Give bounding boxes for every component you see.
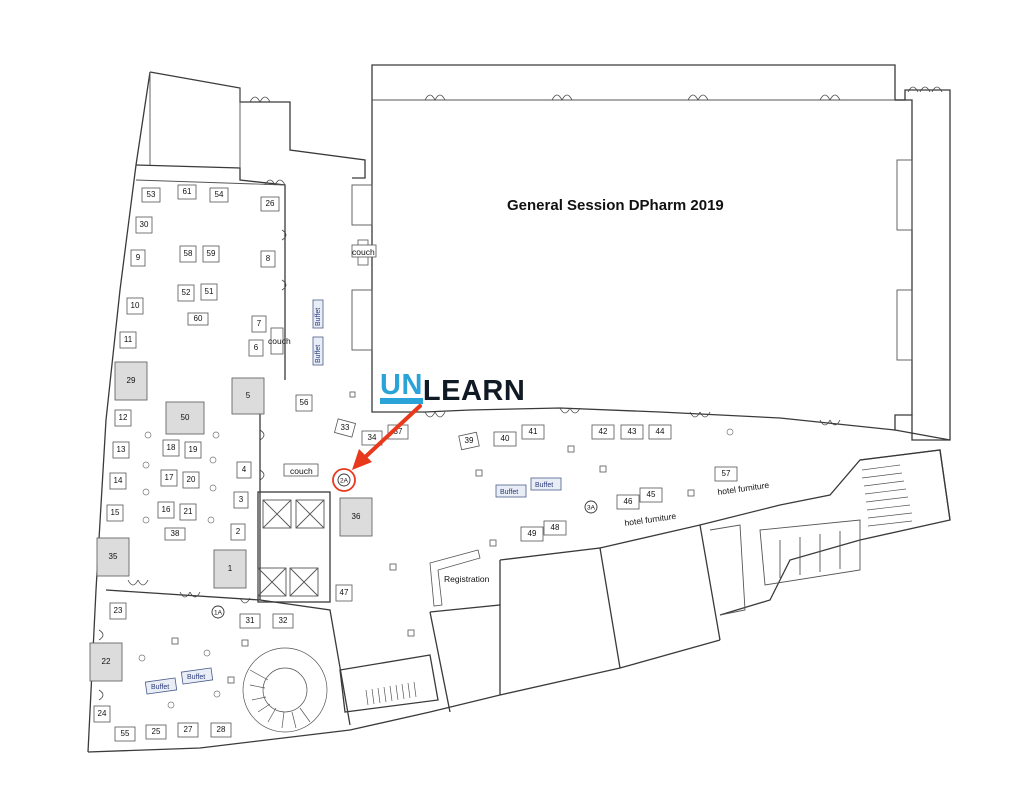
booth-52[interactable]: 52 xyxy=(182,288,191,297)
booth-12[interactable]: 12 xyxy=(119,413,128,422)
booth-59[interactable]: 59 xyxy=(207,249,216,258)
buffet-label: Buffet xyxy=(187,674,205,681)
booth-33[interactable]: 33 xyxy=(341,423,350,432)
booth-18[interactable]: 18 xyxy=(167,443,176,452)
booth-32[interactable]: 32 xyxy=(279,616,288,625)
booth-58[interactable]: 58 xyxy=(184,249,193,258)
booth-24[interactable]: 24 xyxy=(98,709,107,718)
buffet-label: Buffet xyxy=(500,489,518,496)
booth-49[interactable]: 49 xyxy=(528,529,537,538)
couch-label: couch xyxy=(290,466,313,476)
booth-27[interactable]: 27 xyxy=(184,725,193,734)
location-markers: 1A 3A 2A xyxy=(211,468,598,619)
booth-10[interactable]: 10 xyxy=(131,301,140,310)
booth-3[interactable]: 3 xyxy=(239,495,244,504)
booth-9[interactable]: 9 xyxy=(136,253,141,262)
unlearn-logo: UN LEARN xyxy=(380,371,526,407)
booth-26[interactable]: 26 xyxy=(266,199,275,208)
booths: 5 1 29 50 35 22 36 53 61 54 26 30 9 58 5… xyxy=(89,184,738,742)
booth-1[interactable]: 1 xyxy=(228,564,233,573)
marker-2a[interactable]: 2A xyxy=(340,478,349,485)
booth-19[interactable]: 19 xyxy=(189,445,198,454)
booth-25[interactable]: 25 xyxy=(152,727,161,736)
hall-title: General Session DPharm 2019 xyxy=(507,197,724,214)
booth-60[interactable]: 60 xyxy=(194,314,203,323)
buffet-label: Buffet xyxy=(315,308,322,326)
booth-40[interactable]: 40 xyxy=(501,434,510,443)
booth-43[interactable]: 43 xyxy=(628,427,637,436)
booth-23[interactable]: 23 xyxy=(114,606,123,615)
booth-7[interactable]: 7 xyxy=(257,319,262,328)
booth-42[interactable]: 42 xyxy=(599,427,608,436)
hotel-furniture-label: hotel furniture xyxy=(624,511,677,528)
booth-15[interactable]: 15 xyxy=(111,508,120,517)
buffet-label: Buffet xyxy=(535,482,553,489)
booth-6[interactable]: 6 xyxy=(254,343,259,352)
booth-47[interactable]: 47 xyxy=(340,588,349,597)
elevator-core xyxy=(257,491,331,603)
booth-35[interactable]: 35 xyxy=(109,552,118,561)
couch-label: couch xyxy=(352,247,375,257)
booth-34[interactable]: 34 xyxy=(368,433,377,442)
booth-57[interactable]: 57 xyxy=(722,469,731,478)
booth-11[interactable]: 11 xyxy=(124,335,133,344)
lower-rooms xyxy=(339,429,951,731)
booth-61[interactable]: 61 xyxy=(183,187,192,196)
booth-13[interactable]: 13 xyxy=(117,445,126,454)
booth-21[interactable]: 21 xyxy=(184,507,193,516)
booth-20[interactable]: 20 xyxy=(187,475,196,484)
couch-label: couch xyxy=(268,336,291,346)
booth-22[interactable]: 22 xyxy=(102,657,111,666)
booth-5[interactable]: 5 xyxy=(246,391,251,400)
booth-38[interactable]: 38 xyxy=(171,529,180,538)
booth-29[interactable]: 29 xyxy=(127,376,136,385)
booth-55[interactable]: 55 xyxy=(121,729,130,738)
location-arrow xyxy=(352,404,422,470)
booth-16[interactable]: 16 xyxy=(162,505,171,514)
booth-46[interactable]: 46 xyxy=(624,497,633,506)
marker-3a[interactable]: 3A xyxy=(587,505,596,512)
couches: couch couch couch xyxy=(268,244,377,477)
booth-36[interactable]: 36 xyxy=(352,512,361,521)
booth-8[interactable]: 8 xyxy=(266,254,271,263)
buffet-tables: Buffet Buffet Buffet Buffet Buffet Buffe… xyxy=(144,299,562,695)
booth-30[interactable]: 30 xyxy=(140,220,149,229)
booth-39[interactable]: 39 xyxy=(465,436,474,445)
booth-37[interactable]: 37 xyxy=(394,427,403,436)
booth-48[interactable]: 48 xyxy=(551,523,560,532)
spiral-staircase xyxy=(242,647,328,733)
booth-51[interactable]: 51 xyxy=(205,287,214,296)
booth-44[interactable]: 44 xyxy=(656,427,665,436)
buffet-label: Buffet xyxy=(151,684,169,691)
booth-31[interactable]: 31 xyxy=(246,616,255,625)
booth-14[interactable]: 14 xyxy=(114,476,123,485)
registration-desk: Registration xyxy=(429,549,490,607)
booth-2[interactable]: 2 xyxy=(236,527,241,536)
hotel-furniture-label: hotel furniture xyxy=(717,480,770,497)
buffet-label: Buffet xyxy=(315,345,322,363)
logo-text-learn: LEARN xyxy=(422,375,526,407)
booth-45[interactable]: 45 xyxy=(647,490,656,499)
logo-text-un: UN xyxy=(380,371,423,404)
booth-28[interactable]: 28 xyxy=(217,725,226,734)
booth-41[interactable]: 41 xyxy=(529,427,538,436)
cocktail-tables xyxy=(138,391,734,709)
general-session-hall: General Session DPharm 2019 xyxy=(351,64,913,431)
left-exhibit-hall xyxy=(87,71,366,753)
booth-53[interactable]: 53 xyxy=(147,190,156,199)
marker-1a[interactable]: 1A xyxy=(214,610,223,617)
registration-label: Registration xyxy=(444,574,490,584)
booth-54[interactable]: 54 xyxy=(215,190,224,199)
booth-56[interactable]: 56 xyxy=(300,398,309,407)
booth-4[interactable]: 4 xyxy=(242,465,247,474)
booth-17[interactable]: 17 xyxy=(165,473,174,482)
booth-50[interactable]: 50 xyxy=(181,413,190,422)
